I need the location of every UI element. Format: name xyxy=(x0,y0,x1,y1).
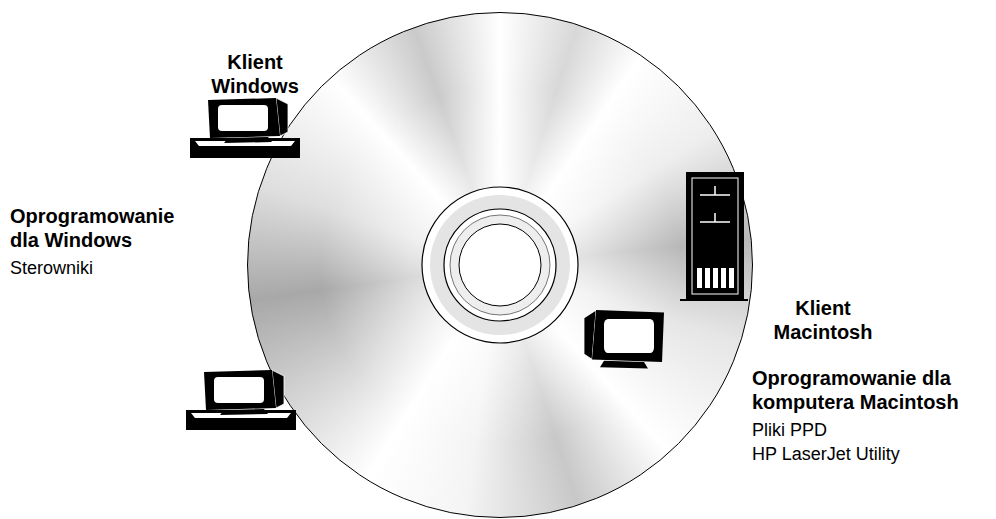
macintosh-computer xyxy=(584,172,748,369)
disc-hub xyxy=(422,187,578,343)
software-heading: Oprogramowanie dla Windows xyxy=(10,204,190,252)
windows-computer xyxy=(190,98,300,158)
client-label: Klient Windows xyxy=(200,50,310,98)
windows-computer xyxy=(186,370,296,430)
software-item: HP LaserJet Utility xyxy=(752,442,977,466)
software-item: Pliki PPD xyxy=(752,418,977,442)
software-item: Sterowniki xyxy=(10,256,190,280)
software-heading: Oprogramowanie dla komputera Macintosh xyxy=(752,366,977,414)
client-label: Klient Macintosh xyxy=(768,296,878,344)
